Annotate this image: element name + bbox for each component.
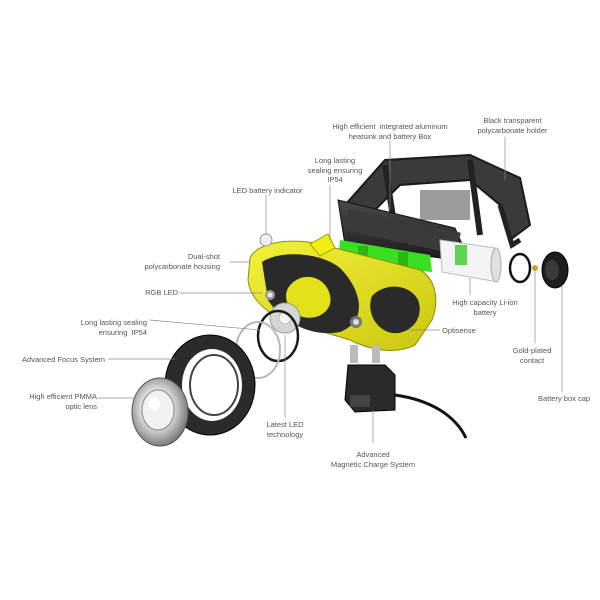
label-polycarbonate-holder: Black transparent polycarbonate holder — [477, 116, 548, 135]
label-magnetic-charge: Advanced Magnetic Charge System — [330, 450, 416, 469]
label-aluminum-heatsink: High efficient integrated aluminum heats… — [332, 122, 448, 141]
label-sealing-left: Long lasting sealing ensuring IP54 — [80, 318, 147, 337]
battery-box-cap — [541, 251, 569, 289]
leader-lines — [98, 137, 563, 443]
label-rgb-led: RGB LED — [145, 288, 178, 297]
label-battery-cap: Battery box cap — [537, 394, 591, 403]
label-liion-battery: High capacity Li-ion battery — [452, 298, 518, 317]
liion-battery — [439, 239, 502, 283]
label-optisense: Optisense — [442, 326, 476, 335]
label-pmma-lens: High efficient PMMA optic lens — [29, 392, 97, 411]
label-sealing-top: Long lasting sealing ensuring IP54 — [307, 156, 363, 184]
magnetic-charger — [344, 345, 468, 439]
gold-contact — [508, 252, 538, 284]
rgb-led — [265, 290, 275, 300]
label-dual-shot: Dual-shot polycarbonate housing — [144, 252, 220, 271]
label-gold-contact: Gold-plated contact — [512, 346, 552, 365]
label-latest-led: Latest LED technology — [266, 420, 304, 439]
label-focus-system: Advanced Focus System — [22, 355, 105, 364]
label-battery-indicator: LED battery indicator — [232, 186, 303, 195]
pmma-lens — [131, 377, 189, 447]
battery-indicator — [259, 233, 336, 257]
led-board — [269, 302, 301, 334]
